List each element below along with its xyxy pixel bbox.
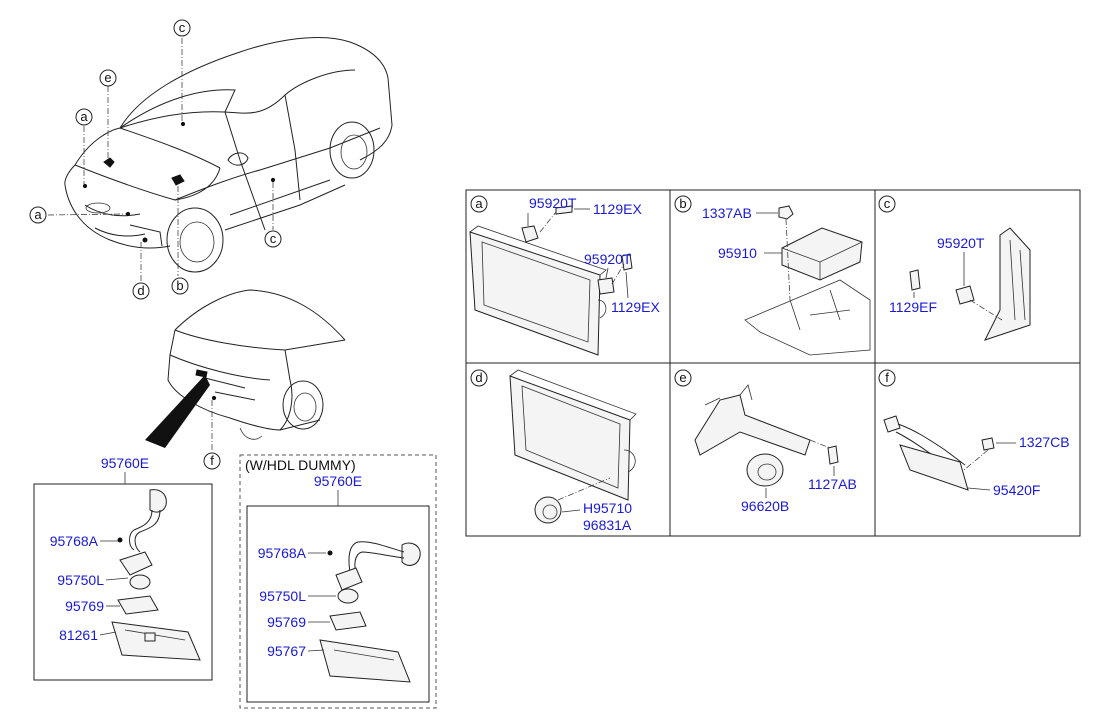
callout-e-label: e	[104, 70, 111, 85]
part-H95710[interactable]: H95710	[583, 500, 632, 516]
part-1337AB[interactable]: 1337AB	[702, 205, 752, 221]
rear-car-illustration	[145, 289, 346, 452]
part-95420F[interactable]: 95420F	[993, 482, 1040, 498]
part-81261[interactable]: 81261	[59, 627, 98, 643]
part-95920T-a1[interactable]: 95920T	[529, 195, 577, 211]
panel-a-letter: a	[470, 195, 488, 213]
panel-b-letter: b	[674, 195, 692, 213]
panel-b: b	[674, 195, 871, 356]
part-95760E-hdl[interactable]: 95760E	[314, 473, 362, 489]
callout-c-label: c	[179, 20, 186, 35]
hdl-camera-drawing	[319, 541, 421, 683]
panel-d-letter-text: d	[475, 370, 482, 385]
callout-a-label: a	[34, 207, 42, 222]
hdl-detail-box	[246, 505, 430, 703]
part-95920T-c[interactable]: 95920T	[937, 235, 985, 251]
part-1327CB[interactable]: 1327CB	[1019, 434, 1070, 450]
panel-f-letter: f	[878, 369, 896, 387]
part-1127AB[interactable]: 1127AB	[808, 476, 857, 492]
part-96831A[interactable]: 96831A	[583, 517, 632, 533]
part-1129EX-a2[interactable]: 1129EX	[611, 299, 660, 315]
part-95768A-hdl[interactable]: 95768A	[258, 545, 307, 561]
callout-d-label: d	[137, 283, 144, 298]
callout-b-label: b	[176, 278, 183, 293]
part-95750L-hdl[interactable]: 95750L	[259, 588, 306, 604]
panel-e-letter-text: e	[679, 370, 686, 385]
hdl-dummy-box	[239, 454, 437, 709]
part-95767[interactable]: 95767	[267, 643, 306, 659]
panel-a-letter-text: a	[475, 196, 483, 211]
panel-b-letter-text: b	[679, 196, 686, 211]
panel-c: c	[878, 195, 1031, 341]
callout-c-side[interactable]: c	[264, 230, 282, 248]
rear-detail-box	[33, 483, 213, 681]
panel-d-letter: d	[470, 369, 488, 387]
part-95768A[interactable]: 95768A	[50, 533, 99, 549]
part-96620B[interactable]: 96620B	[741, 498, 789, 514]
callout-a-upper[interactable]: a	[75, 108, 93, 126]
panel-e-letter: e	[674, 369, 692, 387]
panel-grid	[465, 189, 1081, 537]
part-95760E[interactable]: 95760E	[101, 455, 149, 471]
panel-f: f	[878, 369, 995, 491]
panel-c-letter-text: c	[884, 196, 891, 211]
panel-f-letter-text: f	[885, 370, 889, 385]
rear-camera-drawing	[111, 489, 201, 661]
callout-f-label: f	[210, 453, 214, 468]
callout-c-label: c	[270, 231, 277, 246]
callout-a-front[interactable]: a	[29, 206, 47, 224]
callout-d[interactable]: d	[132, 282, 150, 300]
panel-d: d	[470, 369, 637, 524]
part-1129EF[interactable]: 1129EF	[889, 299, 937, 315]
panel-a: a	[469, 195, 633, 356]
callout-b[interactable]: b	[171, 277, 189, 295]
panel-c-letter: c	[878, 195, 896, 213]
callout-c-roof[interactable]: c	[173, 19, 191, 37]
front-car-illustration	[47, 37, 393, 282]
part-95769-hdl[interactable]: 95769	[267, 614, 306, 630]
part-1129EX-a1[interactable]: 1129EX	[593, 201, 642, 217]
panel-e: e	[674, 369, 839, 487]
callout-e[interactable]: e	[99, 69, 117, 87]
part-95769[interactable]: 95769	[65, 598, 104, 614]
hdl-dummy-title: (W/HDL DUMMY)	[245, 457, 356, 473]
part-95750L[interactable]: 95750L	[57, 572, 104, 588]
part-95910[interactable]: 95910	[718, 245, 757, 261]
callout-a-label: a	[80, 109, 88, 124]
callout-f[interactable]: f	[203, 452, 221, 470]
part-95920T-a2[interactable]: 95920T	[584, 251, 632, 267]
